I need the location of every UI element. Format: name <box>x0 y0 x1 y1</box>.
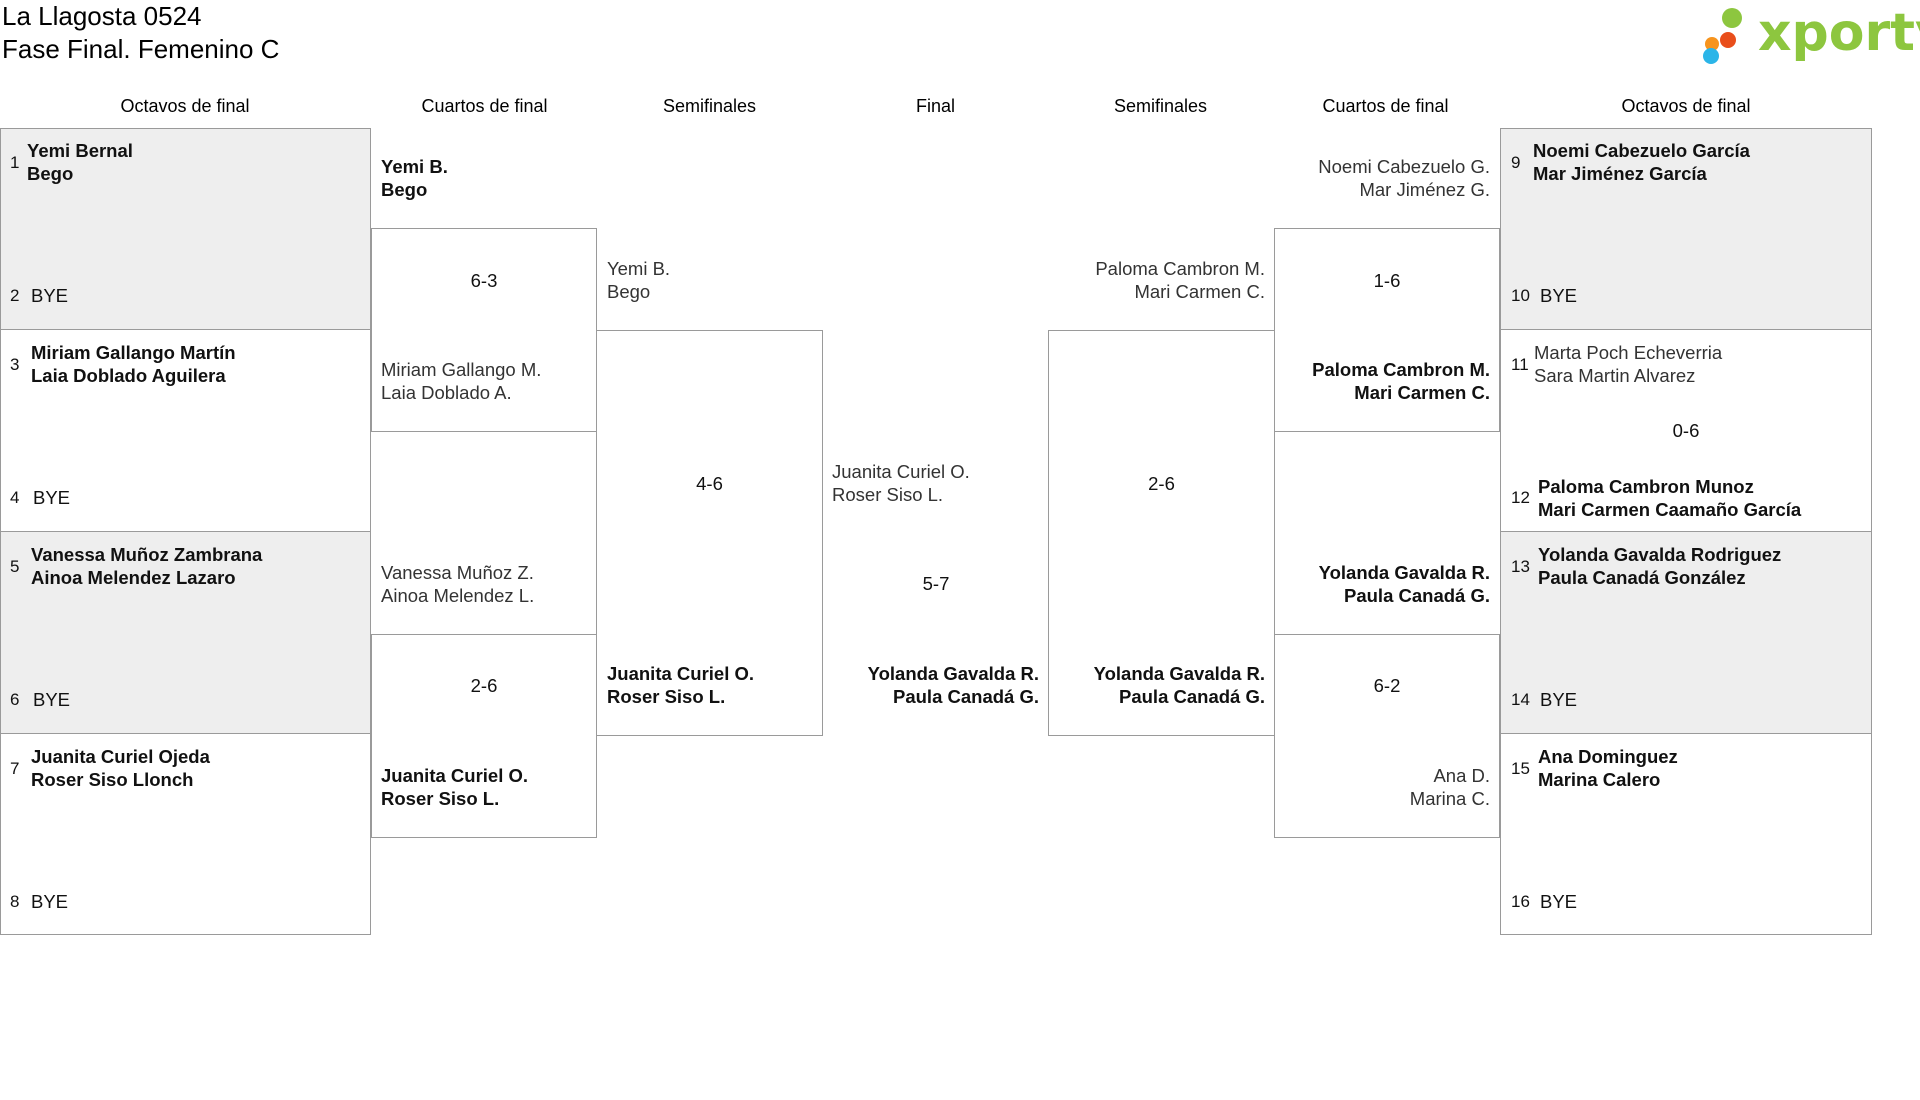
player-name: Ana D. <box>1433 765 1490 786</box>
player-name: Laia Doblado A. <box>381 382 512 403</box>
match-box-sf-right[interactable] <box>1048 330 1275 736</box>
player-name: Paula Canadá G. <box>1119 686 1265 707</box>
player-name: Yolanda Gavalda R. <box>1093 663 1265 684</box>
player-name: Vanessa Muñoz Zambrana <box>31 544 263 565</box>
seed-number: 6 <box>10 690 20 709</box>
seed-number: 5 <box>10 557 20 576</box>
player-name: Mari Carmen C. <box>1134 281 1265 302</box>
player-name: Yolanda Gavalda R. <box>1318 562 1490 583</box>
bye-label: BYE <box>1540 285 1578 306</box>
player-name: Noemi Cabezuelo García <box>1533 140 1750 161</box>
match-box-qf-right-2[interactable] <box>1274 634 1500 838</box>
bye-label: BYE <box>33 487 71 508</box>
player-name: Mari Carmen C. <box>1354 382 1490 403</box>
round-header-final: Final <box>915 96 955 116</box>
seed-number: 2 <box>10 286 20 305</box>
player-name: Juanita Curiel Ojeda <box>31 746 210 767</box>
seed-number: 16 <box>1511 892 1530 911</box>
player-name: Juanita Curiel O. <box>607 663 755 684</box>
player-name: Marina C. <box>1409 788 1490 809</box>
player-name: Paloma Cambron M. <box>1312 359 1490 380</box>
player-name: Mari Carmen Caamaño García <box>1538 499 1802 520</box>
player-name: Roser Siso Llonch <box>31 769 194 790</box>
match-score: 0-6 <box>1672 420 1700 441</box>
player-name: Roser Siso L. <box>832 484 944 505</box>
player-name: Sara Martin Alvarez <box>1534 365 1696 386</box>
seed-number: 1 <box>10 153 20 172</box>
seed-number: 9 <box>1511 153 1521 172</box>
player-name: Paula Canadá González <box>1538 567 1746 588</box>
match-score: 2-6 <box>470 675 498 696</box>
seed-number: 12 <box>1511 488 1530 507</box>
player-name: Yemi Bernal <box>27 140 133 161</box>
player-name: Roser Siso L. <box>381 788 500 809</box>
bye-label: BYE <box>31 891 69 912</box>
match-box-qf-left-2[interactable] <box>371 634 597 838</box>
match-score: 1-6 <box>1373 270 1401 291</box>
bye-label: BYE <box>33 689 71 710</box>
player-name: Marta Poch Echeverria <box>1534 342 1723 363</box>
seed-number: 8 <box>10 892 20 911</box>
logo-dots-icon <box>1703 8 1742 64</box>
seed-number: 14 <box>1511 690 1530 709</box>
player-name: Juanita Curiel O. <box>381 765 529 786</box>
match-box-r16-right-4[interactable] <box>1500 733 1872 935</box>
final-score: 5-7 <box>922 573 950 594</box>
seed-number: 13 <box>1511 557 1530 576</box>
match-box-qf-right-1[interactable] <box>1274 228 1500 432</box>
round-header-left-qf: Cuartos de final <box>421 96 548 116</box>
player-name: Yolanda Gavalda Rodriguez <box>1538 544 1782 565</box>
player-name: Bego <box>27 163 74 184</box>
player-name: Ana Dominguez <box>1538 746 1678 767</box>
round-header-right-r16: Octavos de final <box>1621 96 1751 116</box>
player-name: Yemi B. <box>607 258 671 279</box>
match-score: 6-3 <box>470 270 498 291</box>
player-name: Yolanda Gavalda R. <box>867 663 1039 684</box>
round-header-right-qf: Cuartos de final <box>1322 96 1449 116</box>
player-name: Roser Siso L. <box>607 686 726 707</box>
seed-number: 7 <box>10 759 20 778</box>
player-name: Mar Jiménez G. <box>1359 179 1490 200</box>
seed-number: 10 <box>1511 286 1530 305</box>
match-box-r16-left-4[interactable] <box>0 733 371 935</box>
player-name: Paula Canadá G. <box>893 686 1039 707</box>
player-name: Mar Jiménez García <box>1533 163 1707 184</box>
player-name: Ainoa Melendez Lazaro <box>31 567 236 588</box>
bye-label: BYE <box>1540 689 1578 710</box>
match-score: 6-2 <box>1373 675 1401 696</box>
player-name: Marina Calero <box>1538 769 1661 790</box>
seed-number: 15 <box>1511 759 1530 778</box>
player-name: Juanita Curiel O. <box>832 461 970 482</box>
player-name: Yemi B. <box>381 156 448 177</box>
bye-label: BYE <box>31 285 69 306</box>
player-name: Bego <box>381 179 428 200</box>
logo-wordmark: xporty <box>1758 3 1920 63</box>
player-name: Bego <box>607 281 651 302</box>
seed-number: 11 <box>1511 355 1529 374</box>
player-name: Noemi Cabezuelo G. <box>1318 156 1490 177</box>
match-score: 2-6 <box>1148 473 1175 494</box>
player-name: Miriam Gallango Martín <box>31 342 236 363</box>
player-name: Paloma Cambron M. <box>1095 258 1265 279</box>
round-header-left-sf: Semifinales <box>662 96 757 116</box>
seed-number: 4 <box>10 488 20 507</box>
player-name: Vanessa Muñoz Z. <box>381 562 534 583</box>
player-name: Paloma Cambron Munoz <box>1538 476 1754 497</box>
player-name: Miriam Gallango M. <box>381 359 542 380</box>
xporty-logo[interactable]: xporty <box>1696 3 1920 66</box>
seed-number: 3 <box>10 355 20 374</box>
match-box-r16-left-1[interactable] <box>0 128 371 330</box>
round-header-right-sf: Semifinales <box>1113 96 1208 116</box>
player-name: Ainoa Melendez L. <box>381 585 535 606</box>
player-name: Laia Doblado Aguilera <box>31 365 226 386</box>
player-name: Paula Canadá G. <box>1344 585 1490 606</box>
round-header-left-r16: Octavos de final <box>120 96 250 116</box>
match-box-r16-right-1[interactable] <box>1500 128 1872 330</box>
match-score: 4-6 <box>696 473 723 494</box>
bye-label: BYE <box>1540 891 1578 912</box>
draw-category: Fase Final. Femenino C <box>2 34 280 64</box>
tournament-name: La Llagosta 0524 <box>2 1 202 31</box>
match-box-sf-left[interactable] <box>596 330 823 736</box>
